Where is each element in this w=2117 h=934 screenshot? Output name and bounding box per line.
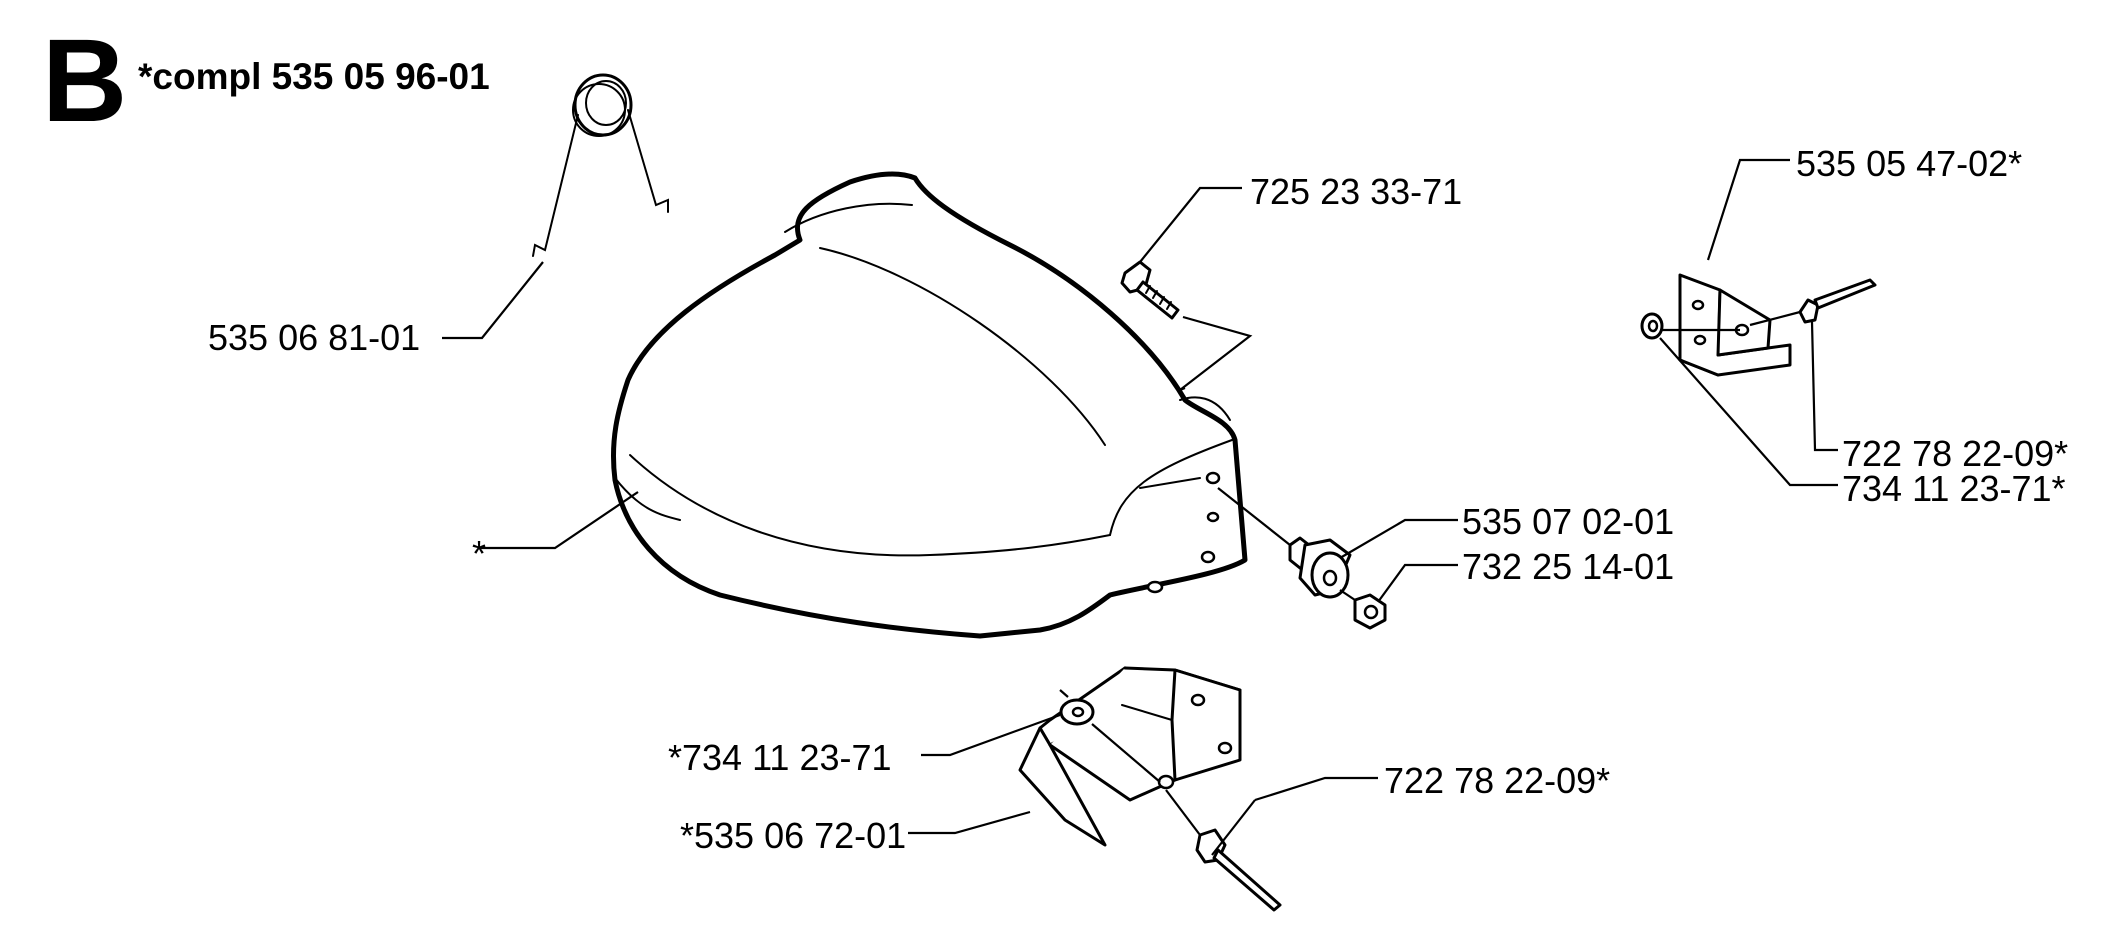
label-spring: 535 06 81-01 <box>208 317 421 358</box>
label-bushing: 535 07 02-01 <box>1462 501 1675 542</box>
bracket-bottom-part <box>1018 666 1282 912</box>
assembly-note: *compl 535 05 96-01 <box>138 56 490 97</box>
label-bracket-right: 535 05 47-02* <box>1796 143 2023 184</box>
label-washer-bottom: *734 11 23-71 <box>668 737 892 778</box>
label-rivet-right: 722 78 22-09* <box>1842 433 2069 474</box>
bushing-part <box>1217 487 1352 599</box>
spring-part <box>532 73 669 257</box>
section-letter: B <box>42 15 128 147</box>
label-bracket-bottom: *535 06 72-01 <box>680 815 907 856</box>
nut-part <box>1339 589 1387 630</box>
screw-part <box>1120 260 1253 392</box>
leader-lines <box>442 186 1458 835</box>
trimmer-guard-part <box>610 171 1248 639</box>
label-cover: * <box>472 533 487 574</box>
label-nut: 732 25 14-01 <box>1462 546 1675 587</box>
label-rivet-bottom: 722 78 22-09* <box>1384 760 1611 801</box>
label-screw: 725 23 33-71 <box>1250 171 1463 212</box>
bracket-right-part <box>1640 158 1877 487</box>
label-washer-right: 734 11 23-71* <box>1842 468 2066 509</box>
